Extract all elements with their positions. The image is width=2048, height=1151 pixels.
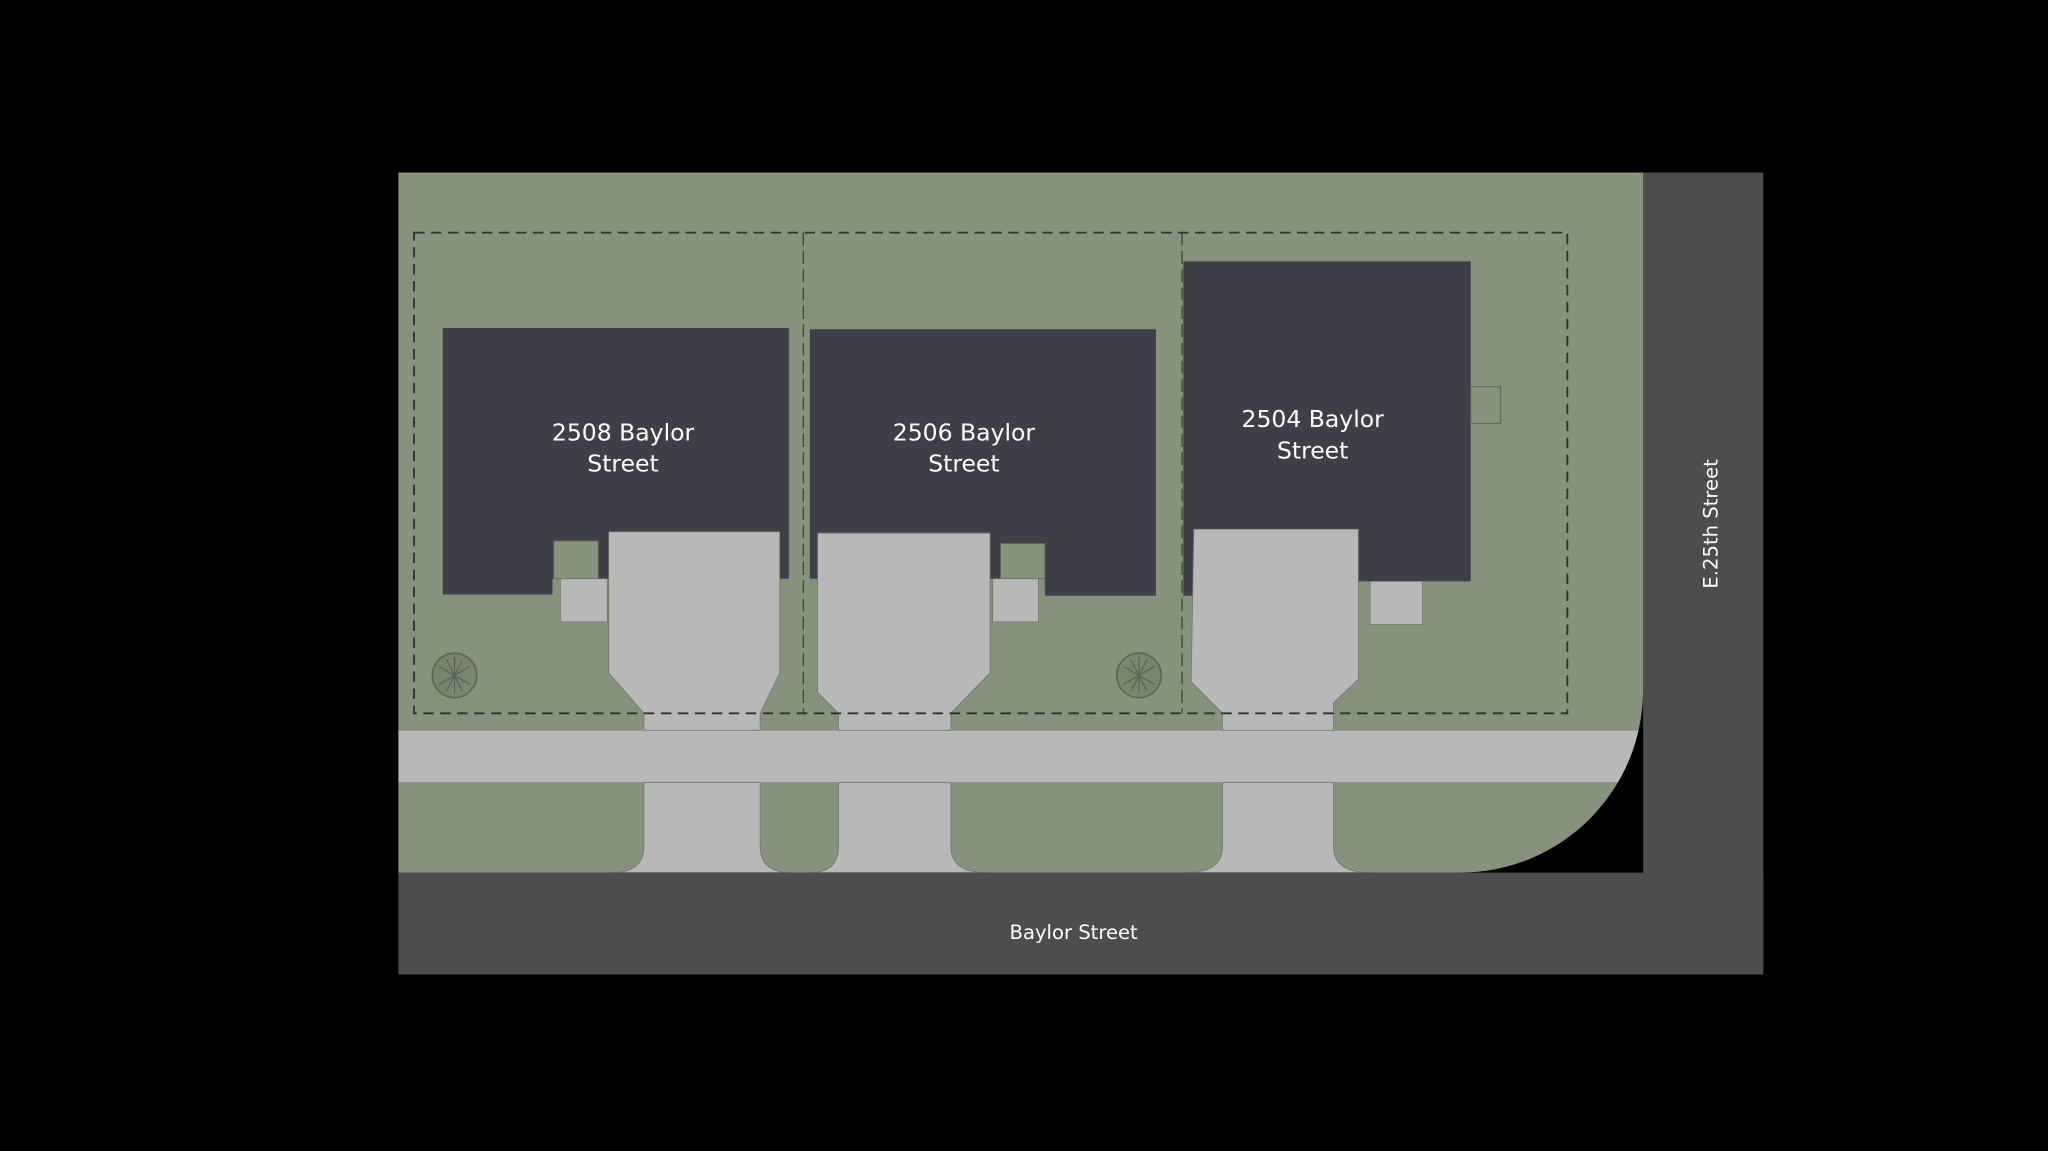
- porch: [553, 540, 599, 580]
- house-label-line2: Street: [928, 450, 999, 478]
- house-2508[interactable]: 2508 Baylor Street: [442, 327, 789, 731]
- lot-boundary: [413, 231, 1569, 715]
- side-box: [1470, 386, 1502, 424]
- driveway-apron: [809, 782, 987, 873]
- house-label-line1: 2508 Baylor: [552, 418, 695, 446]
- baylor-street-road: [398, 872, 1764, 975]
- driveway: [608, 531, 781, 731]
- driveway: [817, 532, 991, 731]
- front-step: [992, 578, 1039, 623]
- tree-icon: [1115, 652, 1162, 699]
- house-footprint: [809, 329, 1156, 596]
- driveway: [1190, 528, 1359, 731]
- house-footprint: [442, 327, 789, 595]
- tree-icon: [431, 652, 478, 699]
- porch: [1000, 543, 1046, 580]
- front-step: [1369, 580, 1423, 625]
- house-label-line1: 2504 Baylor: [1242, 405, 1385, 433]
- house-footprint: [1183, 261, 1471, 596]
- house-label-line2: Street: [587, 450, 658, 478]
- house-2506[interactable]: 2506 Baylor Street: [809, 329, 1156, 731]
- sidewalk: [398, 729, 1644, 783]
- e-25th-street-road: [1643, 172, 1764, 975]
- baylor-street-label: Baylor Street: [1010, 921, 1139, 944]
- house-label-line1: 2506 Baylor: [893, 418, 1036, 446]
- house-label-line2: Street: [1277, 437, 1348, 465]
- house-2504[interactable]: 2504 Baylor Street: [1183, 261, 1502, 731]
- e-25th-street-label: E.25th Street: [1700, 459, 1723, 589]
- front-step: [559, 578, 608, 623]
- driveway-apron: [1185, 782, 1371, 873]
- driveway-apron: [611, 782, 791, 873]
